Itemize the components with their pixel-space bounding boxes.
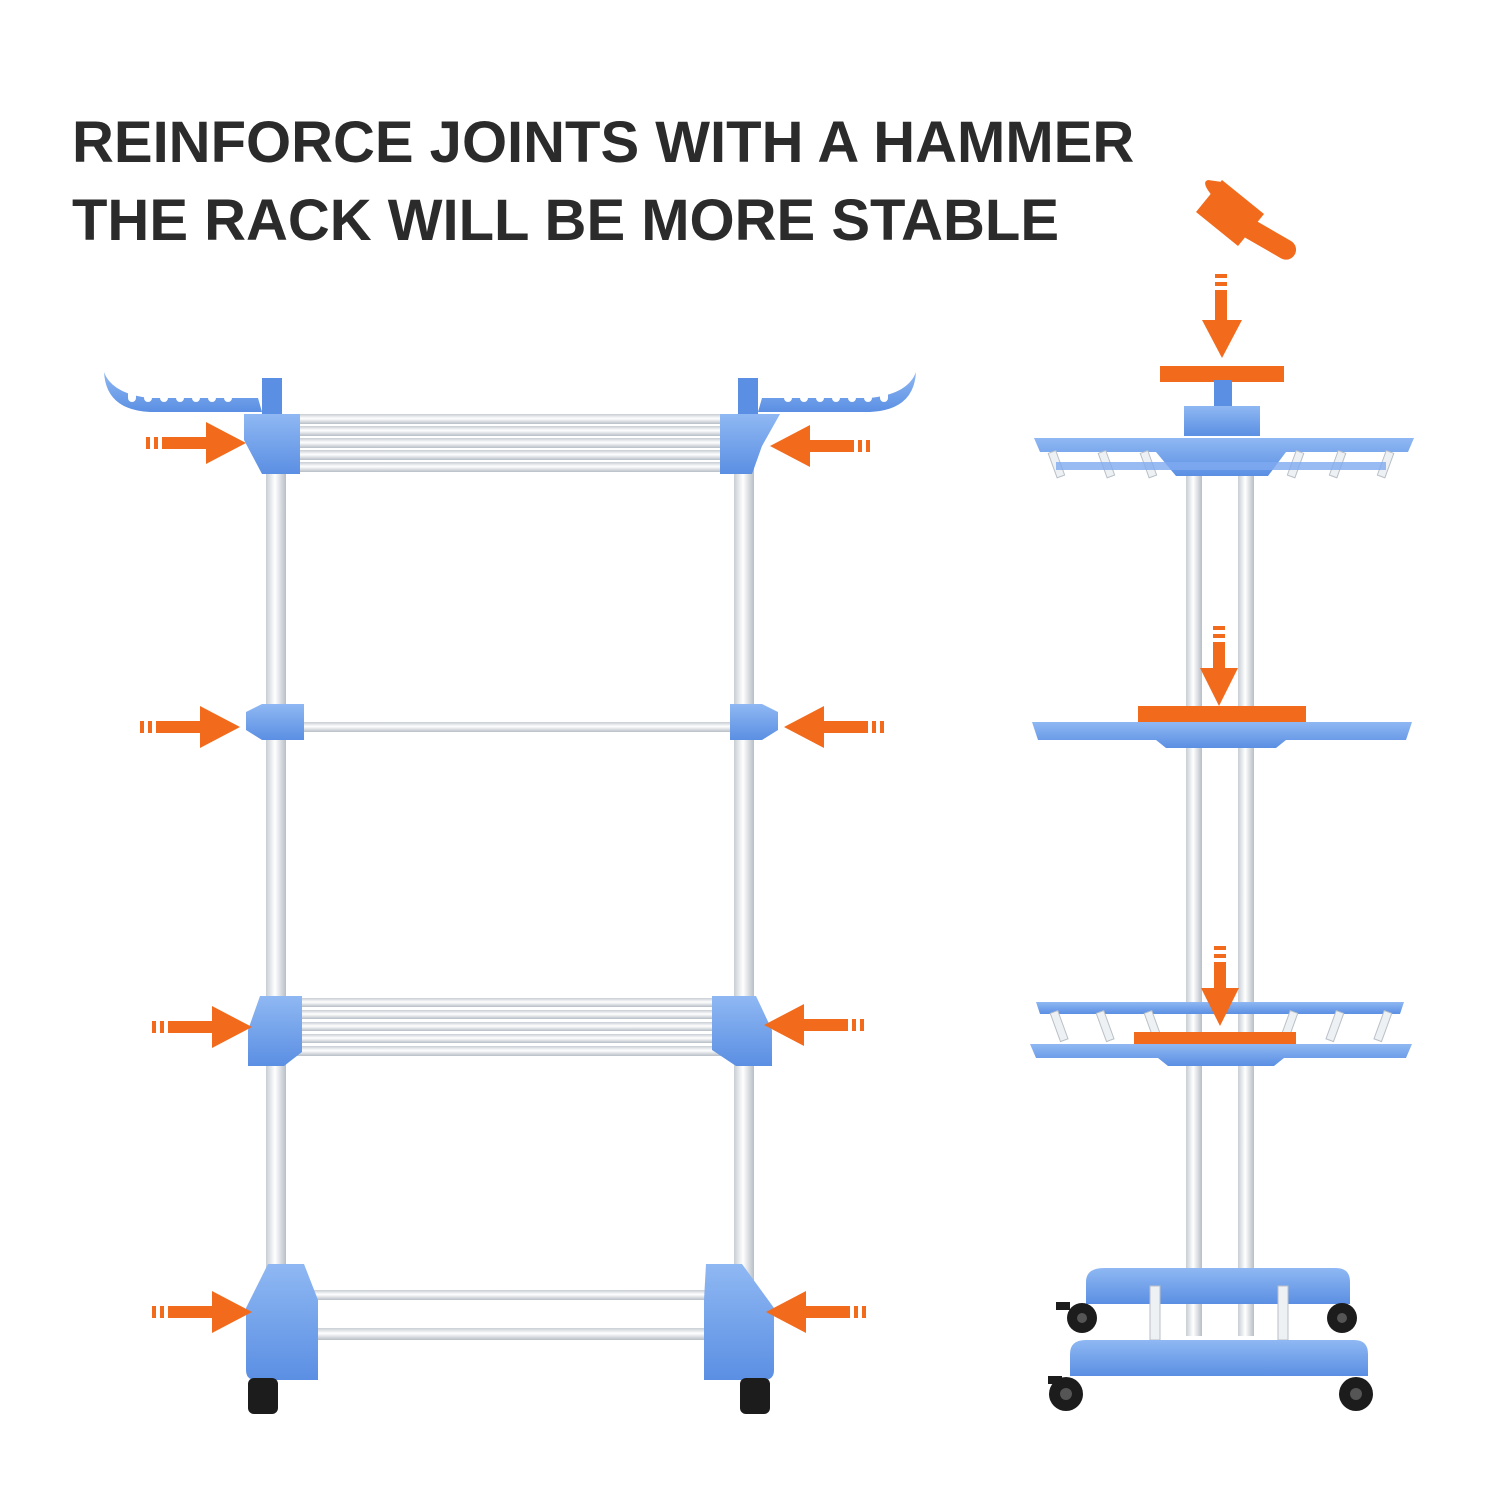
arrow-right-icon [140,706,240,748]
arrow-left-icon [784,706,884,748]
side-pole-left [1186,440,1202,1336]
side-arrows [140,422,884,1333]
lower-shelf-rods [270,998,752,1056]
middle-bar [280,722,742,732]
wheel-hubs [1060,1313,1362,1400]
front-view-rack [104,372,916,1414]
middle-right-joint [730,704,778,740]
top-right-joint [720,414,780,474]
front-wheels [248,1378,770,1414]
arrow-left-icon [770,425,870,467]
top-left-joint [244,414,300,474]
arrow-left-icon [764,1004,864,1046]
top-right-wing-hanger [758,372,916,412]
hanger-holes-right [784,388,888,402]
top-left-wing-hanger [104,372,262,412]
headline-line-2: THE RACK WILL BE MORE STABLE [72,188,1060,253]
arrow-down-icon [1201,946,1239,1026]
middle-orange-plate [1138,706,1306,724]
side-pole-right [1238,440,1254,1336]
hanger-holes-left [128,388,232,402]
arrow-left-icon [766,1291,866,1333]
side-base-top [1086,1268,1350,1304]
down-arrows [1200,274,1242,1026]
lower-side-wing [1030,1044,1412,1066]
middle-side-wing [1032,722,1412,748]
hammer-icon [1196,180,1297,260]
base-bar-lower [296,1328,724,1340]
top-side-wing [1034,438,1414,476]
left-pole [266,440,286,1310]
base-left-foot [246,1264,318,1380]
side-base-bottom [1070,1340,1368,1376]
lower-side-hanger-rods [1049,1009,1393,1043]
top-shelf-rods [270,414,748,472]
top-orange-cap [1160,366,1284,382]
lower-left-joint [248,996,302,1066]
arrow-down-icon [1202,274,1242,358]
side-view-rack [1030,180,1414,1411]
middle-left-joint [246,704,304,740]
headline-line-1: REINFORCE JOINTS WITH A HAMMER [72,110,1135,175]
arrow-down-icon [1200,626,1238,706]
lower-right-joint [712,996,772,1066]
base-right-foot [704,1264,774,1380]
base-bar-upper [300,1290,720,1300]
right-pole [734,440,754,1310]
arrow-right-icon [152,1006,252,1048]
arrow-right-icon [146,422,246,464]
arrow-right-icon [152,1291,252,1333]
